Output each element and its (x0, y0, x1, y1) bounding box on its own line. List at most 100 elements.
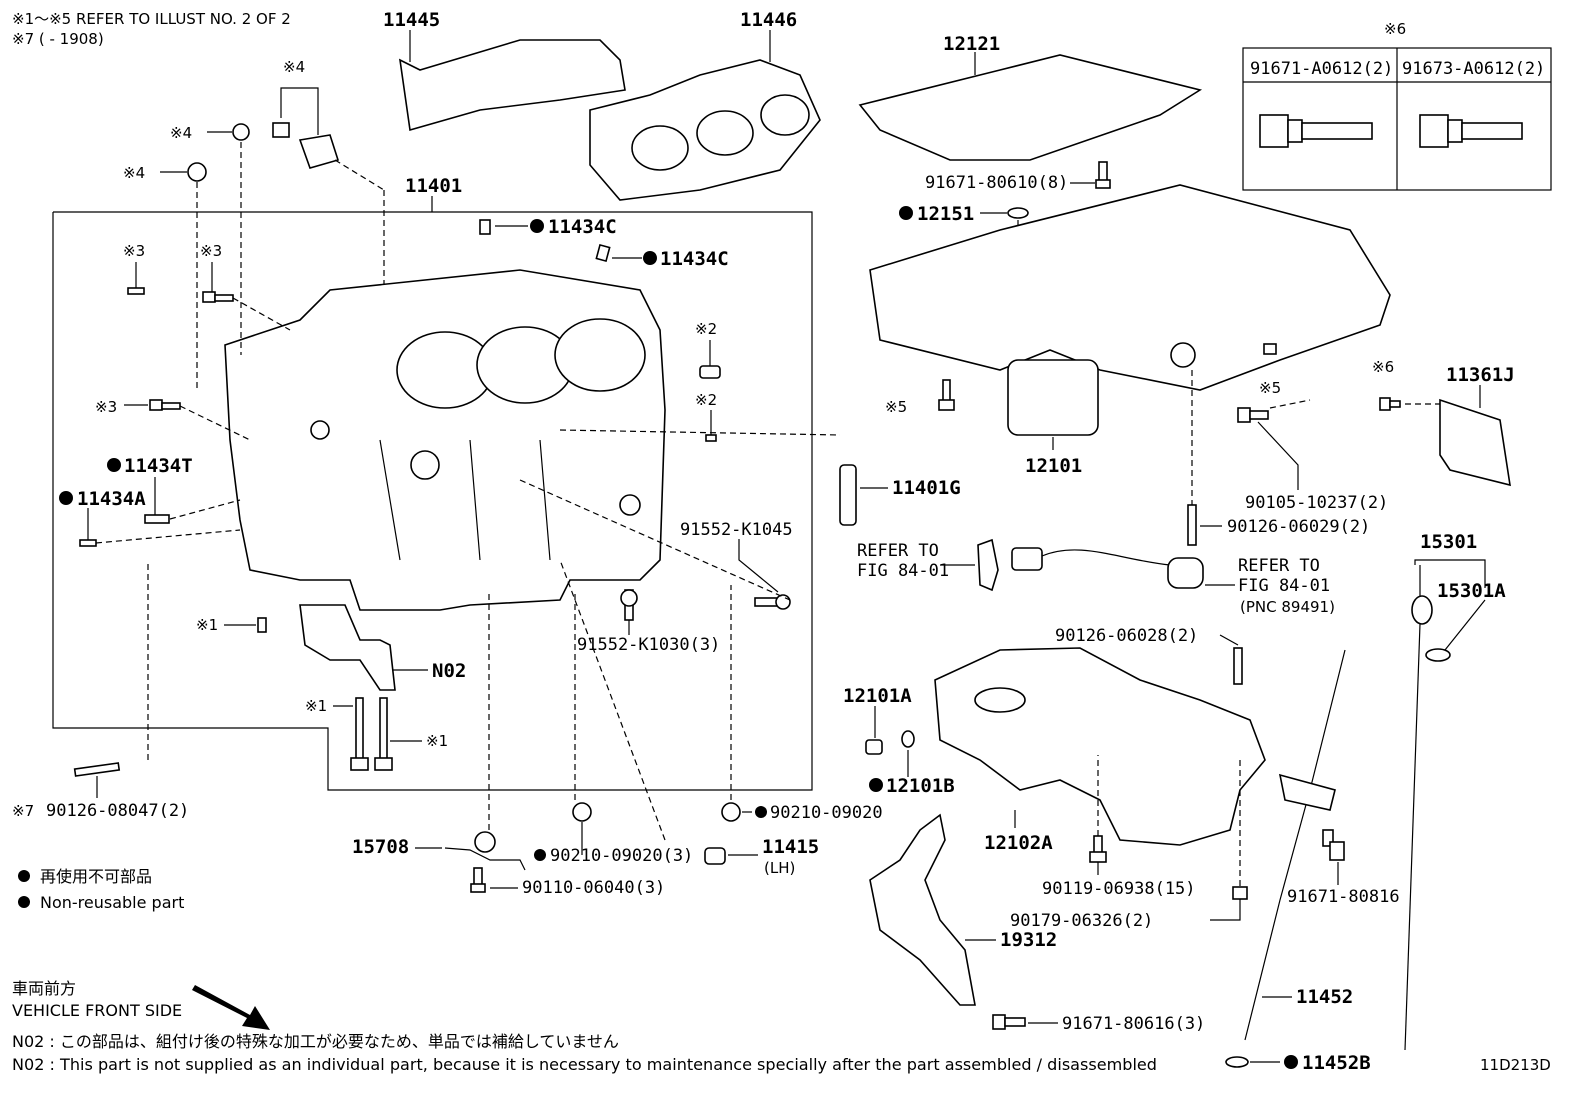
label-15708[interactable]: 15708 (352, 836, 409, 858)
label-91671-80616[interactable]: 91671-80616(3) (1062, 1014, 1205, 1034)
bolt-s3-c (149, 399, 181, 411)
label-s3-a: ※3 (123, 242, 145, 260)
label-91552-K1030[interactable]: 91552-K1030(3) (577, 635, 720, 655)
bolt-90119 (1089, 835, 1107, 863)
figure-id: 11D213D (1480, 1056, 1551, 1074)
label-s3-b: ※3 (200, 242, 222, 260)
inset-col-2[interactable]: 91673-A0612(2) (1402, 59, 1545, 79)
label-90126-08047[interactable]: 90126-08047(2) (46, 801, 189, 821)
label-s6-inset: ※6 (1384, 20, 1406, 38)
label-s1-c: ※1 (426, 732, 448, 750)
label-12101A[interactable]: 12101A (843, 685, 912, 707)
refer-right-2: FIG 84-01 (1238, 576, 1330, 596)
label-11361J[interactable]: 11361J (1446, 364, 1515, 386)
shield-19312 (869, 813, 976, 1006)
label-90126-06028[interactable]: 90126-06028(2) (1055, 626, 1198, 646)
stiffener-12121 (858, 54, 1203, 161)
sensor-11401G (839, 464, 857, 526)
bolt-91552-K1045 (754, 594, 791, 610)
washer-s4-b (187, 162, 207, 182)
bolt-s6 (1379, 397, 1401, 411)
label-90110[interactable]: 90110-06040(3) (522, 878, 665, 898)
oil-pan-lower (934, 647, 1266, 846)
dowel-s1-a (257, 617, 267, 633)
label-11434T[interactable]: 11434T (124, 455, 193, 477)
inset-box (1242, 47, 1552, 191)
label-s5-left: ※5 (885, 398, 907, 416)
label-11452[interactable]: 11452 (1296, 986, 1353, 1008)
pin-s3-a (127, 287, 145, 295)
label-11445[interactable]: 11445 (383, 9, 440, 31)
label-90105[interactable]: 90105-10237(2) (1245, 493, 1388, 513)
bolt-91671-80816 (1322, 829, 1345, 861)
label-12101[interactable]: 12101 (1025, 455, 1082, 477)
stud-90126-06029 (1187, 504, 1197, 546)
label-s4-b: ※4 (123, 164, 145, 182)
label-19312[interactable]: 19312 (1000, 929, 1057, 951)
pin-11434C-a (479, 219, 491, 235)
label-91671-80610[interactable]: 91671-80610(8) (925, 173, 1068, 193)
label-12151[interactable]: 12151 (917, 203, 974, 225)
gasket-90210-left (572, 802, 592, 822)
front-jp: 車両前方 (12, 979, 76, 998)
plate-11361J (1439, 398, 1511, 487)
label-15301A[interactable]: 15301A (1437, 580, 1506, 602)
label-91671-80816[interactable]: 91671-80816 (1287, 887, 1400, 907)
legend-en: Non-reusable part (40, 893, 184, 912)
gasket-11446 (589, 59, 821, 201)
label-11434C-a[interactable]: 11434C (548, 216, 617, 238)
label-12121[interactable]: 12121 (943, 33, 1000, 55)
inset-col-1[interactable]: 91671-A0612(2) (1250, 59, 1393, 79)
nut-90179 (1232, 886, 1248, 900)
label-11415-lh: (LH) (764, 859, 795, 877)
pin-11434A (79, 539, 97, 547)
bolt-91671-80616 (992, 1014, 1026, 1030)
label-11446[interactable]: 11446 (740, 9, 797, 31)
baffle-11445 (398, 39, 626, 132)
cylinder-block (224, 269, 666, 611)
label-11452B[interactable]: 11452B (1302, 1052, 1371, 1074)
label-11434A[interactable]: 11434A (77, 488, 146, 510)
label-s4-c: ※4 (283, 58, 305, 76)
label-11434C-b[interactable]: 11434C (660, 248, 729, 270)
label-11401[interactable]: 11401 (405, 175, 462, 197)
label-s3-c: ※3 (95, 398, 117, 416)
clip-refer (977, 538, 999, 592)
label-90126-06029[interactable]: 90126-06029(2) (1227, 517, 1370, 537)
dowel-s2-b (705, 434, 717, 442)
oring-11452B (1225, 1056, 1249, 1068)
label-91552-K1045[interactable]: 91552-K1045 (680, 520, 793, 540)
label-s2-b: ※2 (695, 391, 717, 409)
oring-12151 (1007, 207, 1029, 219)
label-90119[interactable]: 90119-06938(15) (1042, 879, 1196, 899)
label-12102A[interactable]: 12102A (984, 832, 1053, 854)
stud-90126-06028 (1233, 647, 1243, 685)
bolt-90110 (470, 867, 486, 893)
dipstick-15301 (1404, 595, 1433, 1051)
label-12101B[interactable]: 12101B (886, 775, 955, 797)
label-n02: N02 (432, 660, 466, 682)
footnote-jp: N02 : この部品は、組付け後の特殊な加工が必要なため、単品では補給していませ… (12, 1032, 619, 1051)
bolt-s1-b (350, 697, 369, 771)
front-en: VEHICLE FRONT SIDE (12, 1001, 182, 1020)
bolt-90105 (1237, 407, 1269, 423)
refer-left-1: REFER TO (857, 541, 939, 561)
label-11401G[interactable]: 11401G (892, 477, 961, 499)
oil-jet-15708 (444, 831, 526, 871)
bolt-91552-K1030 (620, 589, 638, 621)
refer-left-2: FIG 84-01 (857, 561, 949, 581)
label-90210-09020-3[interactable]: 90210-09020(3) (550, 846, 693, 866)
dowel-s2-a (699, 365, 721, 379)
header-note-2: ※7 ( - 1908) (12, 30, 104, 48)
bolt-s5-right (1263, 343, 1277, 355)
washer-s4-a (232, 123, 250, 141)
label-11415[interactable]: 11415 (762, 836, 819, 858)
label-s5-right: ※5 (1259, 379, 1281, 397)
label-90210-09020[interactable]: 90210-09020 (770, 803, 883, 823)
label-15301[interactable]: 15301 (1420, 531, 1477, 553)
header-note-1: ※1～※5 REFER TO ILLUST NO. 2 OF 2 (12, 10, 291, 28)
bearing-cap (299, 604, 396, 691)
label-90179[interactable]: 90179-06326(2) (1010, 911, 1153, 931)
pin-11434C-b (595, 243, 611, 263)
